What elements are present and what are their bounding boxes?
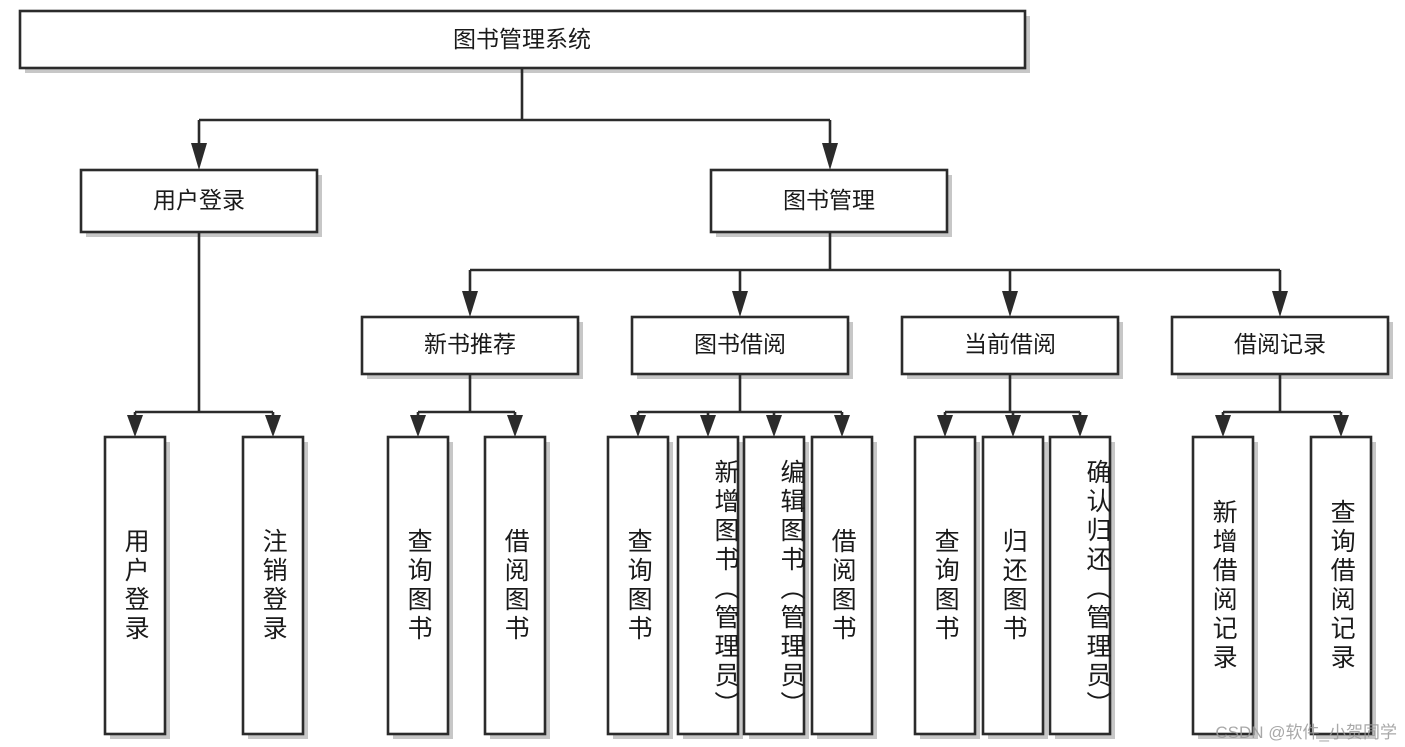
node-box-leaf-rec-add[interactable]: [1191, 435, 1255, 736]
node-box-current-borrow[interactable]: [900, 315, 1120, 376]
node-label-book-manage: 图书管理: [783, 187, 875, 213]
node-box-leaf-cur-confirm[interactable]: [1048, 435, 1112, 736]
node-box-leaf-rec-query[interactable]: [386, 435, 450, 736]
node-box-book-manage[interactable]: [709, 168, 949, 234]
node-box-leaf-rec-query2[interactable]: [1309, 435, 1373, 736]
node-box-borrow-record[interactable]: [1170, 315, 1390, 376]
node-box-leaf-cur-return[interactable]: [981, 435, 1045, 736]
node-box-leaf-user-logout[interactable]: [241, 435, 305, 736]
node-box-user-login[interactable]: [79, 168, 319, 234]
connectors-newbook-to-leaves: [410, 374, 523, 437]
node-box-leaf-borrow-edit[interactable]: [742, 435, 806, 736]
node-box-leaf-borrow-add[interactable]: [676, 435, 740, 736]
connectors-borrowrecord-to-leaves: [1215, 374, 1349, 437]
node-label-book-borrow: 图书借阅: [694, 331, 786, 357]
node-box-new-book-rec[interactable]: [360, 315, 580, 376]
connectors-root-to-level2: [191, 68, 838, 170]
watermark-csdn: CSDN @软件_小贺同学: [1215, 723, 1397, 742]
node-box-leaf-user-login[interactable]: [103, 435, 167, 736]
connectors-userlogin-to-leaves: [127, 232, 281, 437]
node-box-leaf-borrow-query[interactable]: [606, 435, 670, 736]
connectors-bookborrow-to-leaves: [630, 374, 850, 437]
node-box-leaf-cur-query[interactable]: [913, 435, 977, 736]
connectors-currentborrow-to-leaves: [937, 374, 1088, 437]
node-label-new-book-rec: 新书推荐: [424, 331, 516, 357]
node-label-borrow-record: 借阅记录: [1234, 331, 1326, 357]
node-box-leaf-borrow-do[interactable]: [810, 435, 874, 736]
node-label-user-login: 用户登录: [153, 187, 245, 213]
node-box-book-borrow[interactable]: [630, 315, 850, 376]
connectors-bookmanage-to-level3: [462, 232, 1288, 317]
node-label-current-borrow: 当前借阅: [964, 331, 1056, 357]
node-label-root: 图书管理系统: [453, 26, 591, 52]
node-box-root[interactable]: [18, 9, 1027, 70]
node-box-leaf-rec-borrow[interactable]: [483, 435, 547, 736]
